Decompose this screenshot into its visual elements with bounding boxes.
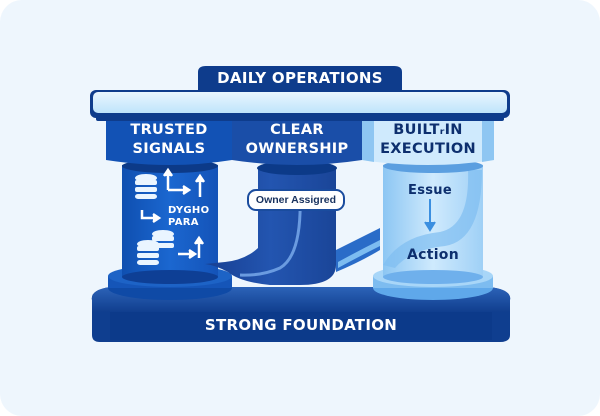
pillar-trusted-signals-label: TRUSTED SIGNALS xyxy=(106,121,232,159)
arrow-down-icon xyxy=(424,199,436,232)
pillar-clear-ownership-label: CLEAR OWNERSHIP xyxy=(232,121,362,159)
pillar-execution-line2: EXECUTION xyxy=(380,141,476,157)
title-tab xyxy=(198,66,402,92)
pillar-built-in-execution-label: BUILTᵣIN EXECUTION xyxy=(362,121,494,159)
trusted-signals-inner-text: DYGHO PARA xyxy=(168,205,214,229)
arrow-up-icon xyxy=(194,173,206,197)
pillar-ownership-body xyxy=(205,161,380,285)
flow-to-label: Action xyxy=(406,247,459,263)
pillar-trusted-line1: TRUSTED xyxy=(130,122,208,138)
database-stack-icon xyxy=(137,230,174,265)
inner-text-line1: DYGHO xyxy=(168,205,210,216)
pillar-trusted-line2: SIGNALS xyxy=(132,141,206,157)
pillar-ownership-line2: OWNERSHIP xyxy=(245,141,349,157)
daily-operations-title: DAILY OPERATIONS xyxy=(217,69,383,87)
pillar-ownership-line1: CLEAR xyxy=(270,122,324,138)
strong-foundation-label: STRONG FOUNDATION xyxy=(204,316,398,334)
arrow-right-up-icon xyxy=(178,235,205,260)
flow-from-label: Essue xyxy=(408,183,452,198)
capitals xyxy=(96,113,504,165)
owner-assigned-badge: Owner Assigred xyxy=(247,189,345,211)
database-icon xyxy=(135,174,157,199)
pillar-execution-body xyxy=(383,159,483,284)
arrow-turn-right-icon xyxy=(140,210,162,224)
top-beam xyxy=(90,90,510,118)
inner-text-line2: PARA xyxy=(168,217,199,228)
arrow-up-right-icon xyxy=(162,167,192,196)
pillar-execution-line1: BUILTᵣIN xyxy=(393,122,463,138)
